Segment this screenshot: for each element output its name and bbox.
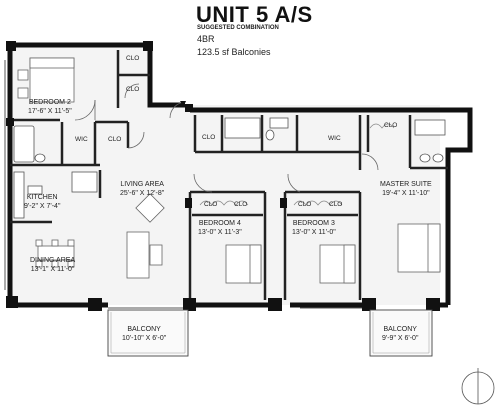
walk-in-closet-label: WIC bbox=[75, 136, 88, 143]
closet-label: CLO bbox=[234, 201, 248, 208]
room-label-bedroom-2: BEDROOM 2 17'-6" X 11'-5" bbox=[28, 98, 72, 116]
closet-label: CLO bbox=[202, 134, 216, 141]
closet-label: CLO bbox=[126, 86, 140, 93]
balcony-area: 123.5 sf Balconies bbox=[197, 47, 271, 57]
closet-label: CLO bbox=[126, 55, 140, 62]
room-name: MASTER SUITE bbox=[380, 181, 432, 188]
closet-doors bbox=[199, 123, 395, 206]
closet-label: CLO bbox=[384, 122, 398, 129]
room-name: KITCHEN bbox=[26, 194, 58, 201]
floor-fill bbox=[10, 45, 440, 305]
interior-walls bbox=[10, 50, 448, 300]
room-name: BEDROOM 4 bbox=[198, 220, 241, 227]
room-name: BALCONY bbox=[383, 326, 417, 333]
window-lines bbox=[4, 60, 368, 309]
room-label-balcony-right: BALCONY 9'-9" X 6'-0" bbox=[382, 325, 418, 343]
room-name: BEDROOM 3 bbox=[292, 220, 335, 227]
room-label-master-suite: MASTER SUITE 19'-4" X 11'-10" bbox=[380, 180, 432, 198]
fixtures bbox=[13, 117, 446, 219]
closet-label: CLO bbox=[108, 136, 122, 143]
furniture bbox=[17, 57, 441, 284]
room-label-kitchen: KITCHEN 9'-2" X 7'-4" bbox=[24, 193, 60, 211]
sofa-icon bbox=[126, 231, 150, 279]
room-label-bedroom-4: BEDROOM 4 13'-0" X 11'-3" bbox=[198, 219, 242, 237]
north-compass-icon bbox=[461, 368, 495, 405]
room-dimensions: 10'-10" X 6'-0" bbox=[122, 335, 167, 342]
room-name: DINING AREA bbox=[30, 257, 76, 264]
room-dimensions: 17'-6" X 11'-5" bbox=[28, 108, 72, 115]
closet-label: CLO bbox=[298, 201, 312, 208]
room-dimensions: 25'-6" X 12'-8" bbox=[120, 190, 165, 197]
balcony-left-outline bbox=[107, 309, 189, 357]
room-label-bedroom-3: BEDROOM 3 13'-0" X 11'-0" bbox=[292, 219, 336, 237]
room-name: BALCONY bbox=[127, 326, 161, 333]
room-label-dining-area: DINING AREA 13'-1" X 11'-0" bbox=[30, 256, 75, 274]
closet-label: CLO bbox=[329, 201, 343, 208]
room-dimensions: 19'-4" X 11'-10" bbox=[382, 190, 430, 197]
room-dimensions: 13'-1" X 11'-0" bbox=[30, 266, 75, 273]
room-dimensions: 9'-9" X 6'-0" bbox=[382, 335, 419, 342]
room-label-balcony-left: BALCONY 10'-10" X 6'-0" bbox=[122, 325, 166, 343]
room-name: LIVING AREA bbox=[120, 181, 164, 188]
room-name: BEDROOM 2 bbox=[28, 99, 71, 106]
room-dimensions: 9'-2" X 7'-4" bbox=[24, 203, 61, 210]
walk-in-closet-label: WIC bbox=[328, 135, 341, 142]
balconies bbox=[107, 309, 433, 357]
room-dimensions: 13'-0" X 11'-3" bbox=[198, 229, 242, 236]
armchair-icon bbox=[135, 193, 165, 223]
room-label-living-area: LIVING AREA 25'-6" X 12'-8" bbox=[120, 180, 164, 198]
unit-title: UNIT 5 A/S bbox=[196, 2, 313, 27]
bedroom-count: 4BR bbox=[197, 34, 215, 44]
room-dimensions: 13'-0" X 11'-0" bbox=[292, 229, 336, 236]
columns bbox=[6, 41, 440, 311]
entry-arrow-icon bbox=[180, 101, 186, 106]
balcony-right-outline bbox=[369, 309, 433, 357]
door-swings bbox=[74, 83, 379, 193]
unit-subtitle: SUGGESTED COMBINATION bbox=[197, 25, 279, 31]
closet-label: CLO bbox=[204, 201, 218, 208]
balcony-railing bbox=[110, 312, 430, 354]
